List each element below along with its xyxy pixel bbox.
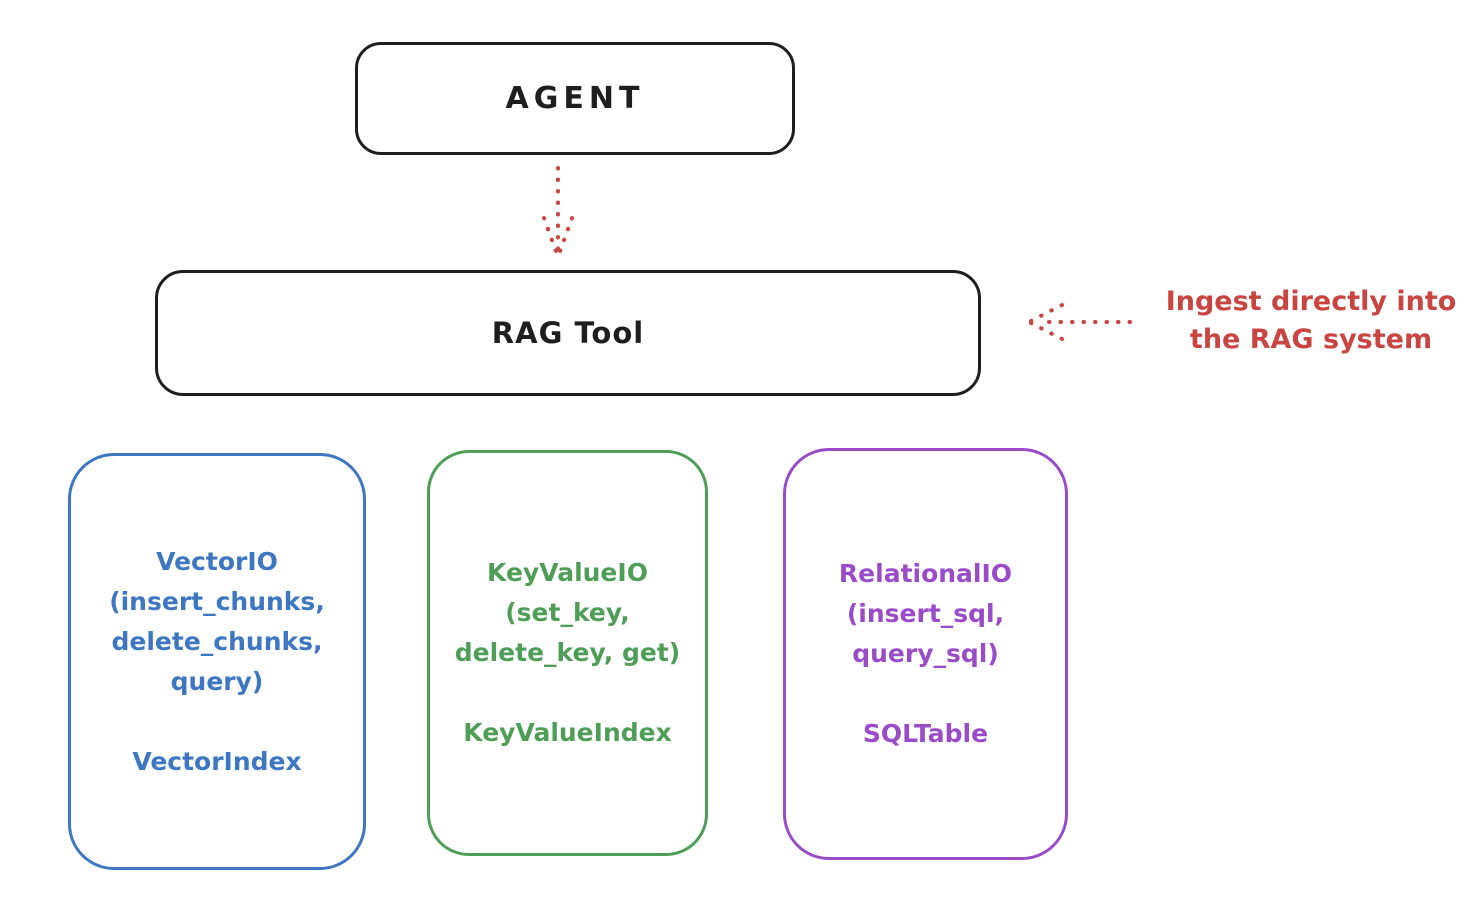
agent-to-rag-tool-arrow xyxy=(542,166,574,256)
vector-io-title: VectorIO (insert_chunks, delete_chunks, … xyxy=(109,546,325,696)
keyvalue-io-title: KeyValueIO (set_key, delete_key, get) xyxy=(454,558,681,667)
rag-tool-label: RAG Tool xyxy=(491,316,645,350)
ingest-annotation-text: Ingest directly into the RAG system xyxy=(1165,286,1457,355)
annotation-to-rag-tool-arrow xyxy=(1029,303,1132,341)
agent-node: AGENT xyxy=(355,42,795,155)
keyvalue-index-label: KeyValueIndex xyxy=(463,718,672,747)
agent-label: AGENT xyxy=(505,81,645,116)
relational-io-title: RelationalIO (insert_sql, query_sql) xyxy=(838,559,1013,668)
keyvalue-io-node: KeyValueIO (set_key, delete_key, get) Ke… xyxy=(427,450,708,856)
sqltable-label: SQLTable xyxy=(862,719,989,748)
vector-index-label: VectorIndex xyxy=(132,746,302,776)
rag-tool-node: RAG Tool xyxy=(155,270,981,396)
vector-io-node: VectorIO (insert_chunks, delete_chunks, … xyxy=(68,453,366,870)
relational-io-node: RelationalIO (insert_sql, query_sql) SQL… xyxy=(783,448,1068,860)
